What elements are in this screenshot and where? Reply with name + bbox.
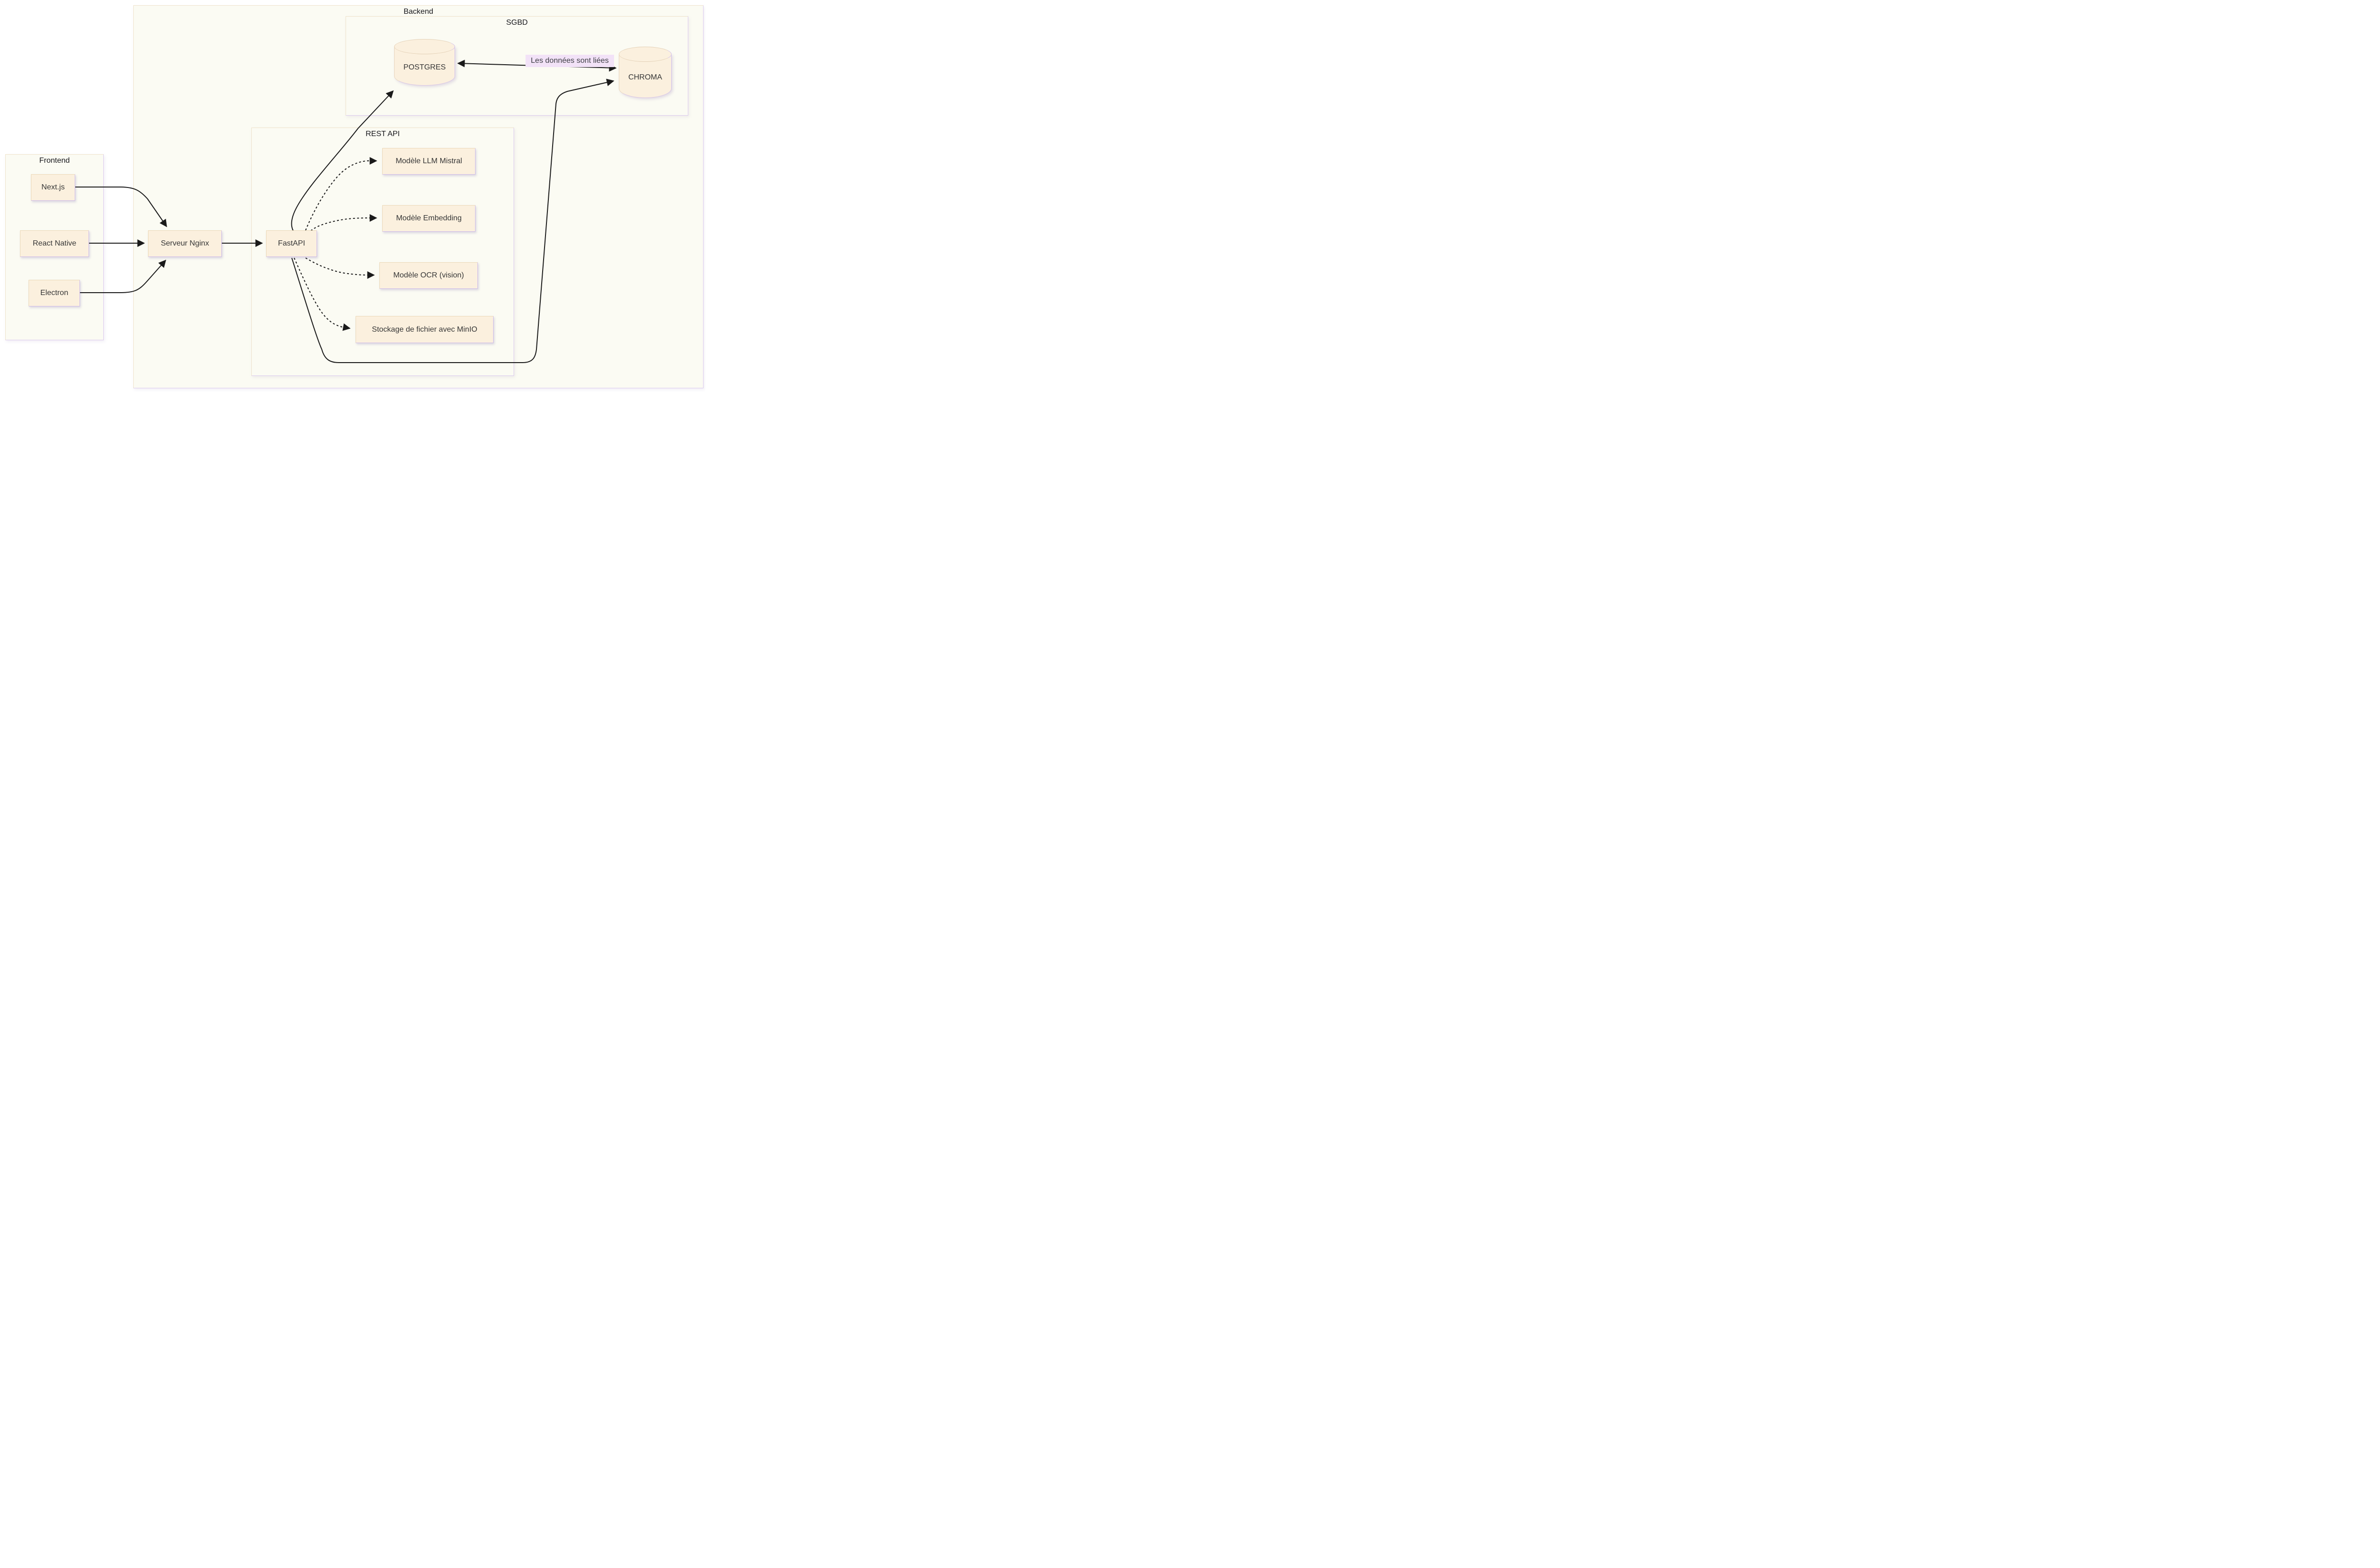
node-electron-label: Electron — [40, 289, 69, 297]
node-electron: Electron — [29, 280, 80, 306]
node-postgres-database: POSTGRES — [394, 39, 455, 86]
node-embedding-label: Modèle Embedding — [396, 214, 462, 222]
node-nginx: Serveur Nginx — [148, 230, 222, 257]
subgraph-rest-api-title: REST API — [366, 130, 400, 138]
node-minio-storage-label: Stockage de fichier avec MinIO — [372, 325, 477, 334]
node-react-native-label: React Native — [32, 239, 77, 247]
node-chroma-label: CHROMA — [628, 73, 663, 81]
edge-label-linked-data: Les données sont liées — [526, 55, 614, 67]
node-postgres-label: POSTGRES — [403, 63, 446, 71]
subgraph-frontend-title: Frontend — [39, 157, 70, 165]
node-react-native: React Native — [20, 230, 89, 257]
edge-nextjs-nginx — [74, 187, 167, 227]
edge-fastapi-embedding — [310, 214, 377, 231]
edge-electron-nginx — [79, 259, 167, 293]
node-ocr-vision-label: Modèle OCR (vision) — [393, 271, 464, 279]
node-fastapi-label: FastAPI — [278, 239, 305, 247]
edge-fastapi-postgres — [291, 90, 394, 231]
edge-label-linked-data-text: Les données sont liées — [531, 57, 609, 65]
subgraph-sgbd-title: SGBD — [506, 19, 528, 27]
edge-fastapi-chroma — [291, 79, 615, 363]
architecture-diagram: Backend SGBD REST API Frontend Next.js R… — [0, 0, 705, 392]
postgres-cylinder-top — [394, 39, 455, 54]
subgraph-backend-title: Backend — [403, 8, 434, 16]
node-llm-mistral: Modèle LLM Mistral — [382, 148, 476, 175]
edge-fastapi-minio — [294, 257, 351, 331]
node-minio-storage: Stockage de fichier avec MinIO — [356, 316, 494, 343]
node-nextjs-label: Next.js — [41, 183, 65, 191]
node-nginx-label: Serveur Nginx — [160, 239, 209, 247]
node-nextjs: Next.js — [31, 174, 75, 201]
chroma-cylinder-top — [619, 47, 672, 62]
edge-fastapi-llm — [305, 157, 377, 231]
diagram-edges — [74, 59, 617, 363]
node-embedding: Modèle Embedding — [382, 205, 476, 232]
edge-fastapi-ocr — [305, 257, 375, 279]
node-fastapi: FastAPI — [266, 230, 317, 257]
node-chroma-database: CHROMA — [619, 47, 672, 98]
node-ocr-vision: Modèle OCR (vision) — [379, 262, 478, 289]
node-llm-mistral-label: Modèle LLM Mistral — [396, 157, 462, 165]
